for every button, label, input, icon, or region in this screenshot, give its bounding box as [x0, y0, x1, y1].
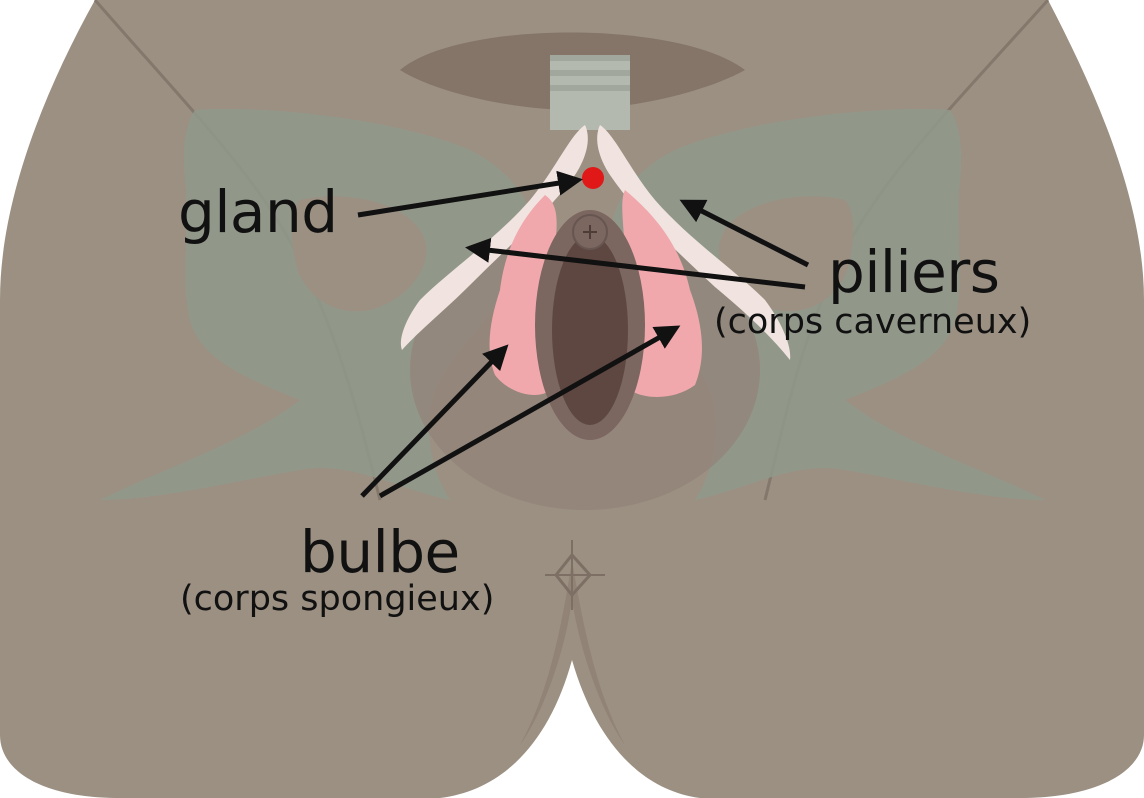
vestibule [552, 235, 628, 425]
bulbe-arrow-2 [378, 325, 681, 499]
bulbe-arrow-1 [360, 344, 509, 498]
piliers-arrow-1 [679, 199, 810, 268]
bulbe-label: bulbe [300, 518, 460, 586]
gland-label: gland [178, 178, 338, 246]
bulbe-sublabel: (corps spongieux) [180, 579, 494, 619]
piliers-sublabel: (corps caverneux) [714, 302, 1031, 342]
left-crus [400, 125, 588, 350]
piliers-arrow-2 [465, 237, 806, 290]
piliers-label: piliers [828, 238, 999, 306]
glans-marker [582, 167, 604, 189]
left-obturator-foramen [291, 196, 427, 312]
right-crus [597, 125, 791, 360]
pubic-symphysis [550, 55, 630, 130]
gland-arrow [357, 170, 583, 218]
